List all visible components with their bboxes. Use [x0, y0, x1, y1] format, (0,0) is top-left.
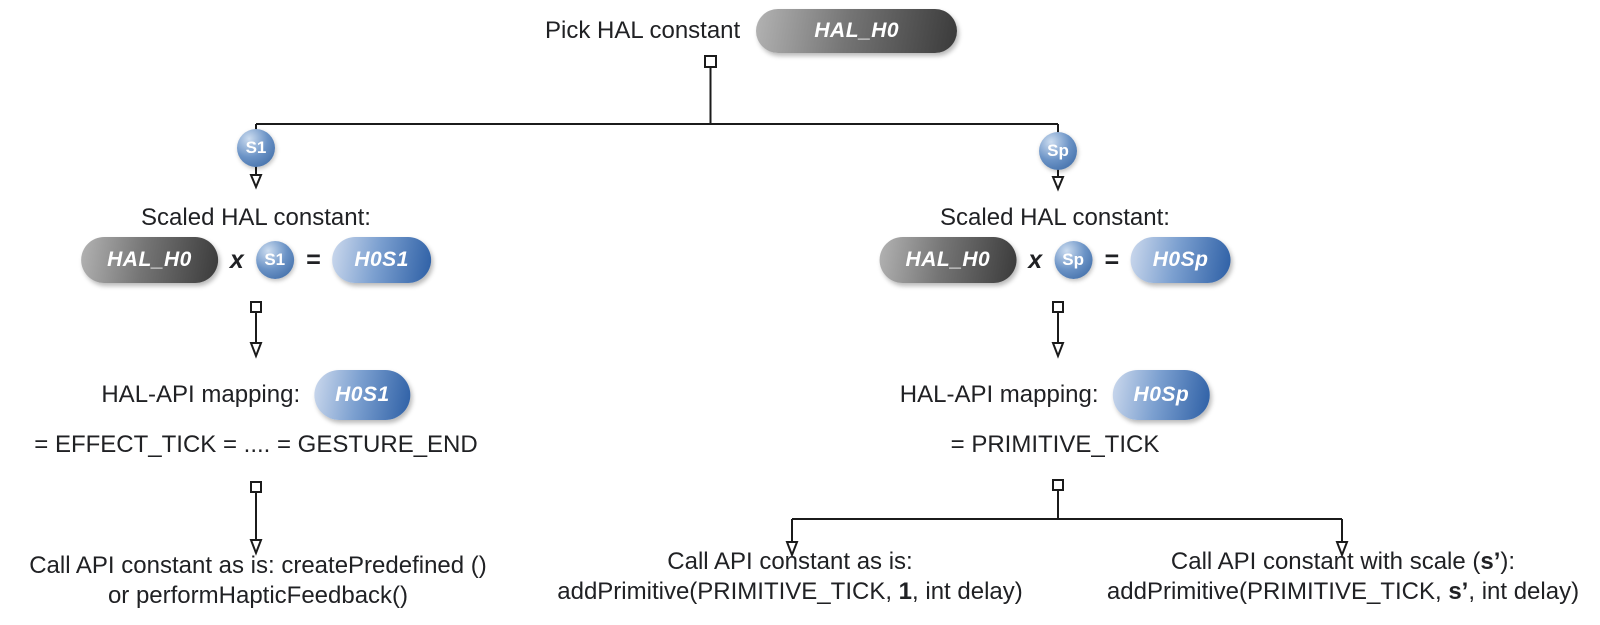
branch-sp-badge: Sp: [1039, 132, 1077, 170]
scale-value: 1: [898, 578, 913, 605]
scale-symbol: s’: [1448, 578, 1469, 605]
hal-h0-pill: HAL_H0: [879, 237, 1017, 283]
label-text: ):: [1500, 548, 1516, 575]
sp-badge: Sp: [1054, 241, 1093, 279]
h0sp-pill: H0Sp: [1130, 237, 1231, 283]
h0sp-mapping-pill: H0Sp: [1112, 370, 1211, 420]
equals-operator: =: [305, 245, 321, 274]
arrow-down-icon: [1051, 301, 1065, 359]
scale-symbol: s’: [1480, 548, 1501, 575]
multiply-operator: x: [1028, 245, 1043, 274]
call-api-as-is: Call API constant as is: addPrimitive(PR…: [557, 547, 1022, 607]
arrow-down-icon: [249, 481, 263, 556]
arrow-down-icon: [249, 166, 263, 190]
call-api-left-line2: or performHapticFeedback(): [107, 582, 409, 609]
arrow-down-icon: [249, 301, 263, 359]
call-api-left-line1: Call API constant as is: createPredefine…: [29, 552, 487, 579]
multiply-operator: x: [229, 245, 244, 274]
mapping-row-right: HAL-API mapping: H0Sp: [899, 370, 1211, 420]
mapping-equals-right: = PRIMITIVE_TICK: [950, 431, 1160, 458]
code-text: , int delay): [912, 578, 1023, 605]
formula-right: HAL_H0 x Sp = H0Sp: [879, 237, 1231, 283]
code-text: addPrimitive(PRIMITIVE_TICK,: [1106, 578, 1449, 605]
s1-badge: S1: [255, 241, 294, 279]
tree-root-connector: [255, 55, 1059, 133]
page-title: Pick HAL constant: [545, 17, 741, 44]
label-text: Call API constant with scale (: [1170, 548, 1481, 575]
mapping-row-left: HAL-API mapping: H0S1: [101, 370, 411, 420]
h0s1-pill: H0S1: [332, 237, 431, 283]
hal-h0-pill: HAL_H0: [81, 237, 218, 283]
scaled-heading-left: Scaled HAL constant:: [141, 204, 371, 231]
call-api-as-is-line2: addPrimitive(PRIMITIVE_TICK, 1, int dela…: [557, 577, 1022, 607]
mapping-heading-right: HAL-API mapping:: [899, 381, 1099, 408]
call-api-as-is-line1: Call API constant as is:: [667, 548, 913, 575]
title-row: Pick HAL constant HAL_H0: [545, 9, 958, 53]
branch-s1-badge: S1: [237, 129, 275, 167]
call-api-with-scale-line1: Call API constant with scale (s’):: [1107, 547, 1579, 577]
h0s1-mapping-pill: H0S1: [314, 370, 411, 420]
equals-operator: =: [1104, 245, 1119, 274]
call-api-left: Call API constant as is: createPredefine…: [29, 551, 487, 611]
arrow-down-icon: [1051, 169, 1065, 192]
call-api-with-scale-line2: addPrimitive(PRIMITIVE_TICK, s’, int del…: [1107, 577, 1579, 607]
code-text: , int delay): [1468, 578, 1580, 605]
scaled-heading-right: Scaled HAL constant:: [940, 204, 1170, 231]
tree-split-connector: [785, 479, 1349, 558]
code-text: addPrimitive(PRIMITIVE_TICK,: [557, 578, 899, 605]
mapping-heading-left: HAL-API mapping:: [101, 381, 301, 408]
mapping-equals-left: = EFFECT_TICK = .... = GESTURE_END: [34, 431, 478, 458]
call-api-with-scale: Call API constant with scale (s’): addPr…: [1107, 547, 1579, 607]
hal-constant-pill: HAL_H0: [756, 9, 958, 53]
formula-left: HAL_H0 x S1 = H0S1: [81, 237, 431, 283]
